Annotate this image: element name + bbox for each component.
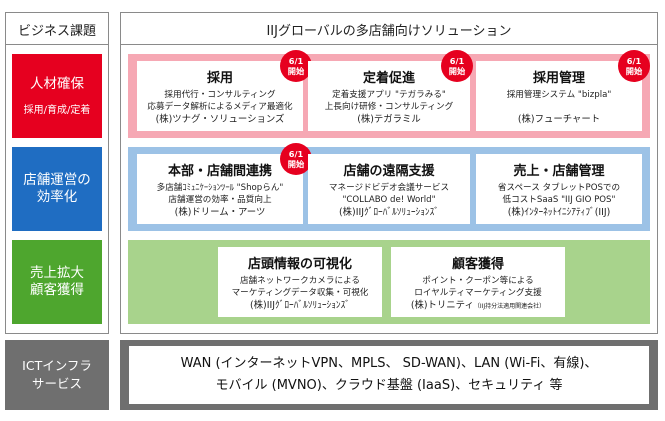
card-line: 店舗ネットワークカメラによる bbox=[239, 276, 361, 286]
card-company: (株)IIJｸﾞﾛｰﾊﾞﾙｿﾘｭｰｼｮﾝｽﾞ bbox=[250, 300, 350, 311]
card-company: (株)トリニティ（IIJ持分法適用関連会社） bbox=[411, 299, 545, 313]
badge-date: 6/1 bbox=[449, 56, 465, 66]
card-hq-store-link: 本部・店舗間連携 多店舗ｺﾐｭﾆｹｰｼｮﾝﾂｰﾙ "Shopらん" 店舗運営の効… bbox=[137, 154, 303, 224]
card-company: (株)IIJｸﾞﾛｰﾊﾞﾙｿﾘｭｰｼｮﾝｽﾞ bbox=[339, 207, 439, 218]
card-line: マネージドビデオ会議サービス bbox=[328, 183, 450, 193]
card-line: ロイヤルティマーケティング支援 bbox=[414, 288, 542, 298]
category-store-title-1: 店舗運営の bbox=[23, 172, 91, 188]
badge-date: 6/1 bbox=[288, 149, 304, 159]
card-sales-management: 売上・店舗管理 省スペース タブレットPOSでの 低コストSaaS "IIJ G… bbox=[476, 154, 642, 224]
badge-date: 6/1 bbox=[626, 56, 642, 66]
card-recruitment: 採用 採用代行・コンサルティング 応募データ解析によるメディア最適化 (株)ツナ… bbox=[137, 61, 303, 131]
card-remote-support: 店舗の遠隔支援 マネージドビデオ会議サービス "COLLABO de! Worl… bbox=[308, 154, 470, 224]
card-title: 採用管理 bbox=[532, 71, 585, 86]
infra-services: WAN (インターネットVPN、MPLS、 SD-WAN)、LAN (Wi-Fi… bbox=[129, 346, 649, 404]
card-line: マーケティングデータ収集・可視化 bbox=[231, 288, 369, 298]
company-name: (株)トリニティ bbox=[410, 300, 474, 311]
start-badge: 6/1 開始 bbox=[280, 143, 312, 175]
card-recruit-management: 採用管理 採用管理システム "bizpla" (株)フューチャート bbox=[476, 61, 642, 131]
card-title: 本部・店舗間連携 bbox=[167, 164, 272, 179]
badge-text: 開始 bbox=[625, 66, 643, 76]
category-store-operations: 店舗運営の 効率化 bbox=[12, 147, 102, 231]
card-line: 店舗運営の効率・品質向上 bbox=[168, 195, 272, 205]
infra-label-line2: サービス bbox=[31, 376, 82, 391]
card-title: 採用 bbox=[206, 71, 233, 86]
infra-label-line1: ICTインフラ bbox=[22, 358, 92, 373]
header-business-issues: ビジネス課題 bbox=[5, 12, 109, 46]
card-line: 低コストSaaS "IIJ GIO POS" bbox=[502, 195, 616, 205]
card-company: (株)ドリーム・アーツ bbox=[174, 207, 266, 218]
badge-date: 6/1 bbox=[288, 56, 304, 66]
card-line: 定着支援アプリ "テガラみる" bbox=[332, 90, 446, 100]
infra-text-line2: モバイル (MVNO)、クラウド基盤 (IaaS)、セキュリティ 等 bbox=[215, 378, 563, 393]
start-badge: 6/1 開始 bbox=[280, 50, 312, 82]
card-title: 定着促進 bbox=[362, 71, 415, 86]
category-hr: 人材確保 採用/育成/定着 bbox=[12, 54, 102, 138]
card-line: 上長向け研修・コンサルティング bbox=[324, 102, 454, 112]
header-right-label: IIJグローバルの多店舗向けソリューション bbox=[266, 23, 512, 39]
infra-text-line1: WAN (インターネットVPN、MPLS、 SD-WAN)、LAN (Wi-Fi… bbox=[180, 356, 598, 371]
badge-text: 開始 bbox=[287, 159, 305, 169]
card-line: "COLLABO de! World" bbox=[342, 195, 436, 205]
band-sales-growth bbox=[128, 240, 650, 324]
infra-label: ICTインフラ サービス bbox=[5, 340, 109, 410]
card-company: (株)ｲﾝﾀｰﾈｯﾄｲﾆｼｱﾃｨﾌﾞ(IIJ) bbox=[507, 207, 611, 218]
card-company: (株)フューチャート bbox=[517, 114, 601, 125]
card-line: ポイント・クーポン等による bbox=[422, 276, 534, 286]
card-customer-acquisition: 顧客獲得 ポイント・クーポン等による ロイヤルティマーケティング支援 (株)トリ… bbox=[391, 247, 565, 317]
start-badge: 6/1 開始 bbox=[618, 50, 650, 82]
card-title: 顧客獲得 bbox=[451, 257, 504, 272]
card-title: 店頭情報の可視化 bbox=[247, 257, 352, 272]
header-solutions: IIJグローバルの多店舗向けソリューション bbox=[120, 12, 658, 46]
badge-text: 開始 bbox=[448, 66, 466, 76]
card-title: 店舗の遠隔支援 bbox=[343, 164, 435, 179]
start-badge: 6/1 開始 bbox=[441, 50, 473, 82]
badge-text: 開始 bbox=[287, 66, 305, 76]
category-hr-sub: 採用/育成/定着 bbox=[23, 105, 91, 116]
category-sales-title-1: 売上拡大 bbox=[30, 265, 84, 281]
card-in-store-visualization: 店頭情報の可視化 店舗ネットワークカメラによる マーケティングデータ収集・可視化… bbox=[218, 247, 382, 317]
card-title: 売上・店舗管理 bbox=[513, 164, 605, 179]
card-line: 採用管理システム "bizpla" bbox=[506, 90, 612, 100]
card-line: 応募データ解析によるメディア最適化 bbox=[147, 102, 293, 112]
category-hr-title: 人材確保 bbox=[30, 76, 84, 92]
company-note: （IIJ持分法適用関連会社） bbox=[473, 303, 546, 310]
card-company: (株)ツナグ・ソリューションズ bbox=[155, 114, 285, 125]
category-sales-growth: 売上拡大 顧客獲得 bbox=[12, 240, 102, 324]
card-line: 省スペース タブレットPOSでの bbox=[497, 183, 621, 193]
category-store-title-2: 効率化 bbox=[36, 189, 78, 205]
card-company: (株)テガラミル bbox=[357, 114, 421, 125]
card-line: 採用代行・コンサルティング bbox=[164, 90, 276, 100]
card-line bbox=[507, 101, 612, 113]
category-sales-title-2: 顧客獲得 bbox=[30, 282, 84, 298]
header-left-label: ビジネス課題 bbox=[17, 23, 96, 39]
card-line: 多店舗ｺﾐｭﾆｹｰｼｮﾝﾂｰﾙ "Shopらん" bbox=[156, 183, 284, 193]
